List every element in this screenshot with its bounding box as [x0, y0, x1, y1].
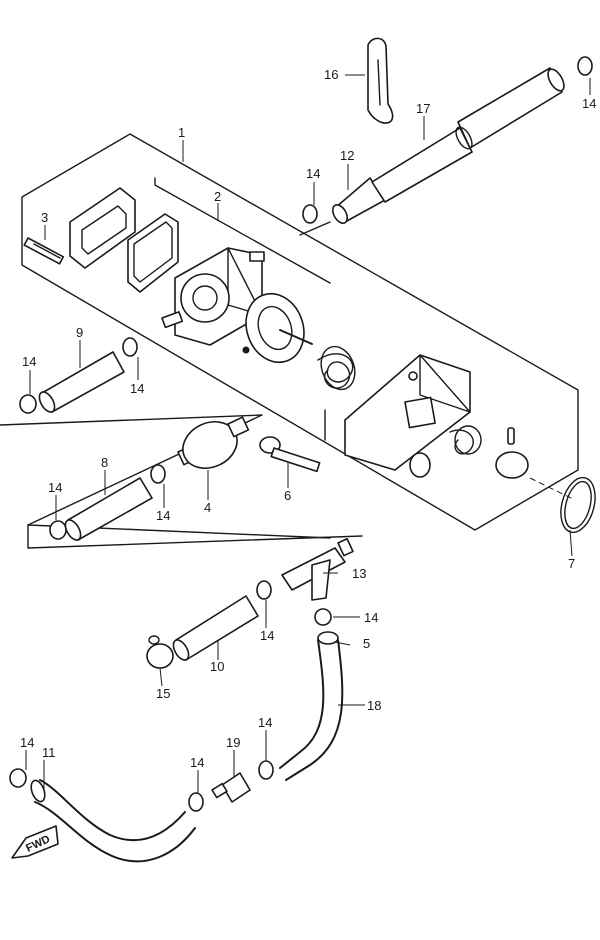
part-13-t-joint [281, 537, 354, 601]
callout-17: 17 [416, 101, 430, 116]
part-12-17-hose [331, 67, 565, 224]
callout-14-k: 14 [258, 715, 272, 730]
callout-14-h: 14 [364, 610, 378, 625]
callout-16: 16 [324, 67, 338, 82]
callout-14-j: 14 [190, 755, 204, 770]
diaphragm [242, 292, 313, 364]
callout-14-e: 14 [48, 480, 62, 495]
callout-7: 7 [568, 556, 575, 571]
callout-12: 12 [340, 148, 354, 163]
callout-14-d: 14 [130, 381, 144, 396]
callout-15: 15 [156, 686, 170, 701]
pump-cover [344, 354, 471, 471]
callout-19: 19 [226, 735, 240, 750]
check-valve-parts [409, 425, 529, 479]
callouts: 1 2 3 4 5 6 7 8 9 10 11 12 13 14 14 14 1… [20, 67, 596, 770]
part-10-hose [172, 595, 259, 661]
callout-1: 1 [178, 125, 185, 140]
callout-13: 13 [352, 566, 366, 581]
callout-18: 18 [367, 698, 381, 713]
part-3-screw [23, 237, 65, 265]
part-5-18-hose [279, 631, 344, 781]
clamps [9, 56, 593, 812]
part-11-hose [30, 779, 196, 863]
assembly-outline [21, 133, 579, 531]
callout-14-a: 14 [582, 96, 596, 111]
diaphragm-gasket [127, 213, 179, 293]
callout-14-g: 14 [260, 628, 274, 643]
callout-9: 9 [76, 325, 83, 340]
part-7-o-ring [560, 476, 596, 534]
callout-10: 10 [210, 659, 224, 674]
part-8-hose [64, 477, 153, 541]
callout-14-i: 14 [20, 735, 34, 750]
part-15-cap [146, 635, 174, 669]
callout-2: 2 [214, 189, 221, 204]
callout-14-c: 14 [22, 354, 36, 369]
callout-6: 6 [284, 488, 291, 503]
part-19-fitting [211, 772, 251, 803]
callout-4: 4 [204, 500, 211, 515]
fwd-arrow-icon: FWD [11, 825, 59, 859]
leader-lines [25, 74, 591, 793]
callout-11: 11 [42, 745, 56, 760]
callout-3: 3 [41, 210, 48, 225]
part-9-hose [38, 351, 125, 413]
part-6-bolt [259, 436, 321, 473]
spring [317, 345, 356, 391]
callout-8: 8 [101, 455, 108, 470]
callout-5: 5 [363, 636, 370, 651]
callout-14-b: 14 [306, 166, 320, 181]
part-4-fuel-filter [177, 416, 250, 469]
part-16-clip [367, 37, 394, 124]
gasket-plate [69, 187, 136, 269]
pump-body [161, 247, 265, 346]
callout-14-f: 14 [156, 508, 170, 523]
